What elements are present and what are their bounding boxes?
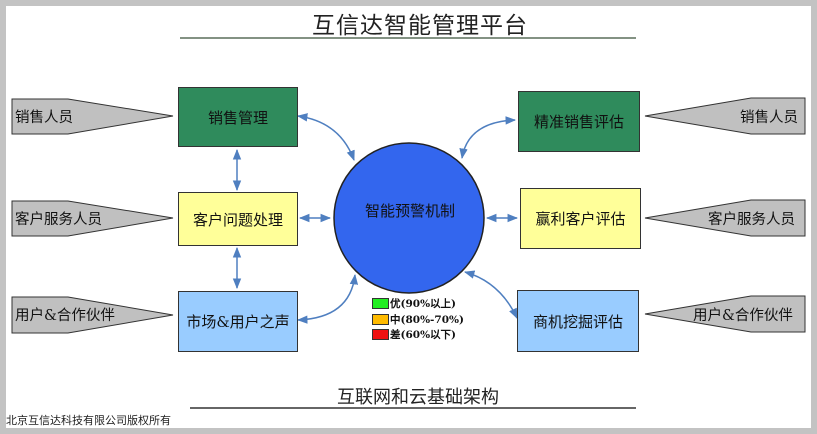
left-tag-shape-sales <box>11 98 174 135</box>
arrow-market-to-circle <box>296 273 359 324</box>
box-precision-sales[interactable]: 精准销售评估 <box>518 91 640 152</box>
page-title: 互信达智能管理平台 <box>312 13 528 39</box>
copyright-text: 北京互信达科技有限公司版权所有 <box>6 414 171 427</box>
left-tag-partners: 用户&合作伙伴 <box>15 308 115 324</box>
legend-item-poor: 差(60%以下) <box>372 327 456 342</box>
legend-item-good: 优(90%以上) <box>372 296 456 311</box>
legend-swatch-good <box>372 298 389 309</box>
infrastructure-title: 互联网和云基础架构 <box>337 387 499 408</box>
arrow-sales-to-circle <box>296 113 355 161</box>
box-sales-management[interactable]: 销售管理 <box>178 87 298 147</box>
warning-circle-label: 智能预警机制 <box>364 202 455 220</box>
warning-circle[interactable] <box>333 142 485 294</box>
right-tag-partners: 用户&合作伙伴 <box>693 308 793 324</box>
legend-label-poor: 差(60%以下) <box>390 329 457 341</box>
legend-item-medium: 中(80%-70%) <box>372 312 464 327</box>
left-tag-sales-staff: 销售人员 <box>15 110 73 126</box>
box-profit-customer[interactable]: 赢利客户评估 <box>520 188 641 249</box>
box-opportunity-mining[interactable]: 商机挖掘评估 <box>517 290 639 352</box>
right-tag-service-staff: 客户服务人员 <box>708 212 795 228</box>
left-tag-shape-partners <box>11 296 174 334</box>
right-tag-shape-service <box>644 199 806 237</box>
arrow-circle-to-precision <box>459 116 517 160</box>
left-tag-shape-service <box>11 200 174 237</box>
right-tag-shape-sales <box>644 97 806 135</box>
right-tag-sales-staff: 销售人员 <box>740 110 798 126</box>
legend-swatch-poor <box>372 329 389 340</box>
legend-label-medium: 中(80%-70%) <box>390 314 464 326</box>
box-customer-issue[interactable]: 客户问题处理 <box>178 192 298 246</box>
box-market-voice[interactable]: 市场&用户之声 <box>178 291 298 352</box>
legend-label-good: 优(90%以上) <box>390 298 457 310</box>
right-tag-shape-partners <box>644 295 806 333</box>
left-tag-service-staff: 客户服务人员 <box>15 212 102 228</box>
arrow-circle-to-opportunity <box>463 270 518 319</box>
legend-swatch-medium <box>372 314 389 325</box>
